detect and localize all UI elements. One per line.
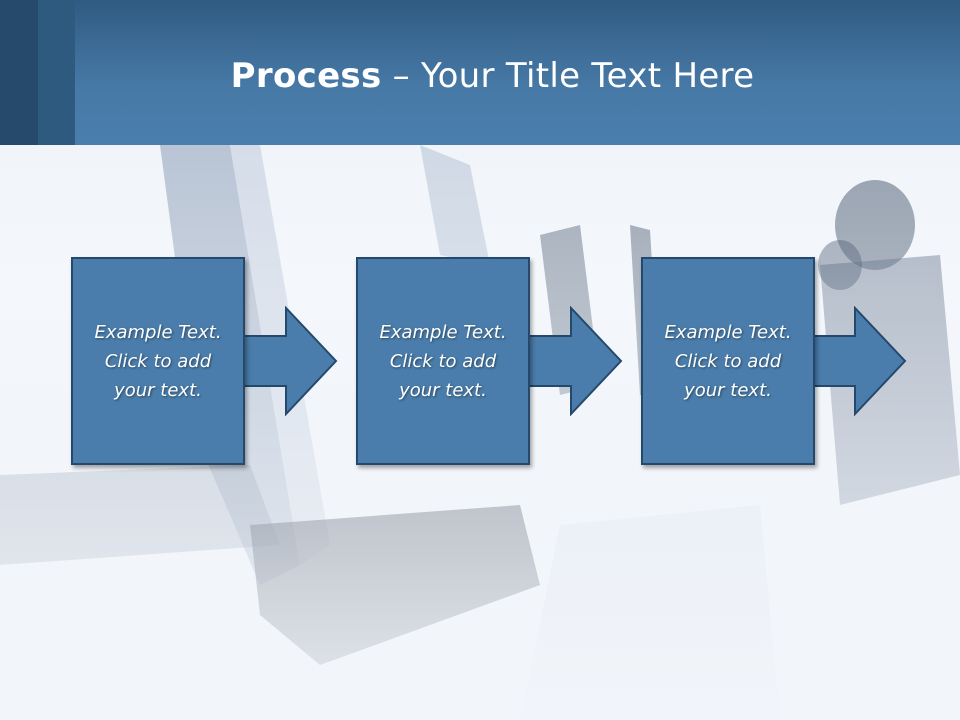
slide-title[interactable]: Process – Your Title Text Here — [0, 52, 960, 100]
title-bar: Process – Your Title Text Here — [0, 0, 960, 145]
title-rest: – Your Title Text Here — [381, 56, 755, 96]
process-step-2[interactable]: Example Text. Click to add your text. — [356, 257, 530, 465]
process-step-3[interactable]: Example Text. Click to add your text. — [641, 257, 815, 465]
step-text: Example Text. Click to add your text. — [94, 321, 222, 401]
arrow-right-icon — [812, 306, 907, 416]
arrow-right-icon — [528, 306, 623, 416]
step-text: Example Text. Click to add your text. — [379, 321, 507, 401]
title-bold: Process — [230, 56, 382, 96]
header-accent-strip — [38, 0, 75, 145]
process-step-1[interactable]: Example Text. Click to add your text. — [71, 257, 245, 465]
arrow-right-icon — [243, 306, 338, 416]
header-accent-strip — [0, 0, 38, 145]
step-text: Example Text. Click to add your text. — [664, 321, 792, 401]
